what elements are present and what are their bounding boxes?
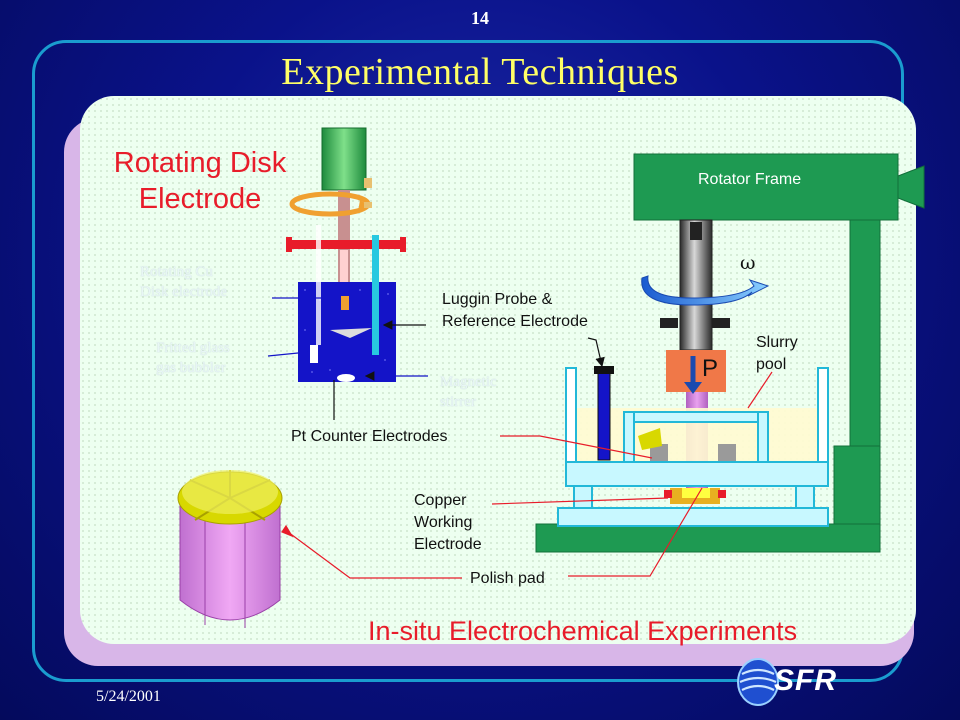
polish-pad-label: Polish pad	[470, 570, 545, 587]
rde-apparatus	[267, 127, 428, 420]
frame-base	[535, 523, 881, 553]
slurry-line1: Slurry	[756, 334, 798, 351]
frame-column	[849, 219, 881, 447]
cmp-apparatus	[535, 153, 925, 553]
copper-electrode-label: Copper Working Electrode	[414, 490, 482, 556]
luggin-line2: Reference Electrode	[442, 313, 588, 330]
ghost-rotating-line2: Disk electrode	[140, 284, 228, 300]
luggin-capillary	[372, 235, 379, 355]
sfr-logo-text: SFR	[774, 664, 837, 697]
leader-lines	[281, 337, 773, 579]
counter-electrodes-label: Pt Counter Electrodes	[291, 428, 448, 445]
ghost-magnetic-line2: stirrer	[440, 394, 476, 410]
rotator-frame-block	[633, 153, 899, 221]
rde-title: Rotating Disk Electrode	[100, 145, 300, 217]
ghost-label-rotating-cu: Rotating Cu Disk electrode	[140, 262, 227, 302]
slurry-line2: pool	[756, 356, 787, 373]
slide-title: Experimental Techniques	[281, 51, 679, 93]
slide-number: 14	[471, 8, 489, 28]
omega-label: ω	[740, 252, 756, 274]
ghost-label-magnetic-stirrer: Magnetic stirrer	[440, 372, 497, 412]
ghost-rotating-line1: Rotating Cu	[140, 264, 213, 280]
luggin-probe	[597, 369, 611, 461]
copper-line2: Working	[414, 514, 473, 531]
rde-title-line1: Rotating Disk	[113, 147, 287, 179]
rotation-arrow	[289, 191, 371, 217]
ghost-label-fritted-glass: Fritted glass gas bubbler	[156, 338, 230, 378]
sfr-logo-icon	[737, 658, 779, 706]
rde-motor	[321, 127, 367, 191]
electrode-cylinder	[177, 470, 283, 628]
cell-lid	[286, 240, 406, 249]
rde-title-line2: Electrode	[138, 183, 262, 215]
rotator-frame-label: Rotator Frame	[698, 171, 802, 188]
copper-line3: Electrode	[414, 536, 482, 553]
pressure-label: P	[702, 355, 719, 382]
ghost-magnetic-line1: Magnetic	[440, 374, 497, 390]
luggin-probe-label: Luggin Probe & Reference Electrode	[442, 289, 588, 333]
ghost-fritted-line1: Fritted glass	[156, 340, 230, 356]
luggin-line1: Luggin Probe &	[442, 291, 553, 308]
insitu-subtitle: In-situ Electrochemical Experiments	[368, 616, 798, 646]
slide-date: 5/24/2001	[96, 688, 161, 705]
slurry-pool-label: Slurry pool	[756, 332, 798, 376]
copper-line1: Copper	[414, 492, 467, 509]
ghost-fritted-line2: gas bubbler	[156, 360, 226, 376]
omega-arrow	[641, 275, 770, 306]
